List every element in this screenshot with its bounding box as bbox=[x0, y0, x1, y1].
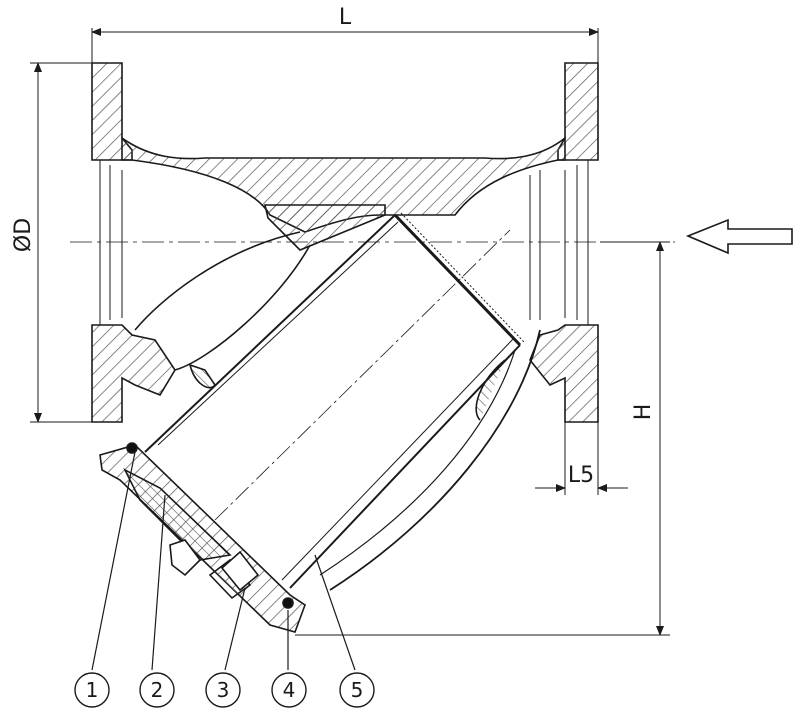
body-top-wall bbox=[121, 136, 566, 233]
callout-5: 5 bbox=[339, 672, 375, 708]
svg-text:5: 5 bbox=[351, 678, 364, 702]
dimension-height bbox=[295, 241, 670, 636]
gasket-4 bbox=[282, 597, 294, 609]
cover-assembly bbox=[99, 442, 306, 633]
callout-2: 2 bbox=[139, 672, 175, 708]
gasket-1 bbox=[126, 442, 138, 454]
dimension-flange-thickness bbox=[535, 422, 628, 495]
svg-text:3: 3 bbox=[217, 678, 230, 702]
svg-text:1: 1 bbox=[86, 678, 99, 702]
svg-text:4: 4 bbox=[283, 678, 296, 702]
dimension-length-label: L bbox=[339, 5, 352, 30]
dimension-flange-thickness-label: L5 bbox=[568, 463, 594, 488]
cover-inner bbox=[123, 468, 232, 561]
right-flange-lower bbox=[529, 324, 599, 423]
dimension-height-label: H bbox=[631, 404, 656, 421]
valve-body bbox=[91, 62, 599, 591]
seat-plate bbox=[263, 204, 386, 251]
leader-lines bbox=[91, 451, 356, 671]
arrow-left-outline-icon bbox=[685, 218, 793, 255]
callout-4: 4 bbox=[271, 672, 307, 708]
dimension-length bbox=[91, 28, 599, 63]
dimension-diameter bbox=[30, 62, 92, 423]
callout-3: 3 bbox=[205, 672, 241, 708]
dimension-diameter-label: ØD bbox=[11, 218, 36, 252]
callout-1: 1 bbox=[74, 672, 110, 708]
left-flange-lower bbox=[91, 324, 176, 423]
svg-text:2: 2 bbox=[151, 678, 164, 702]
strainer-screen bbox=[144, 212, 525, 589]
drain-plug bbox=[169, 539, 260, 600]
